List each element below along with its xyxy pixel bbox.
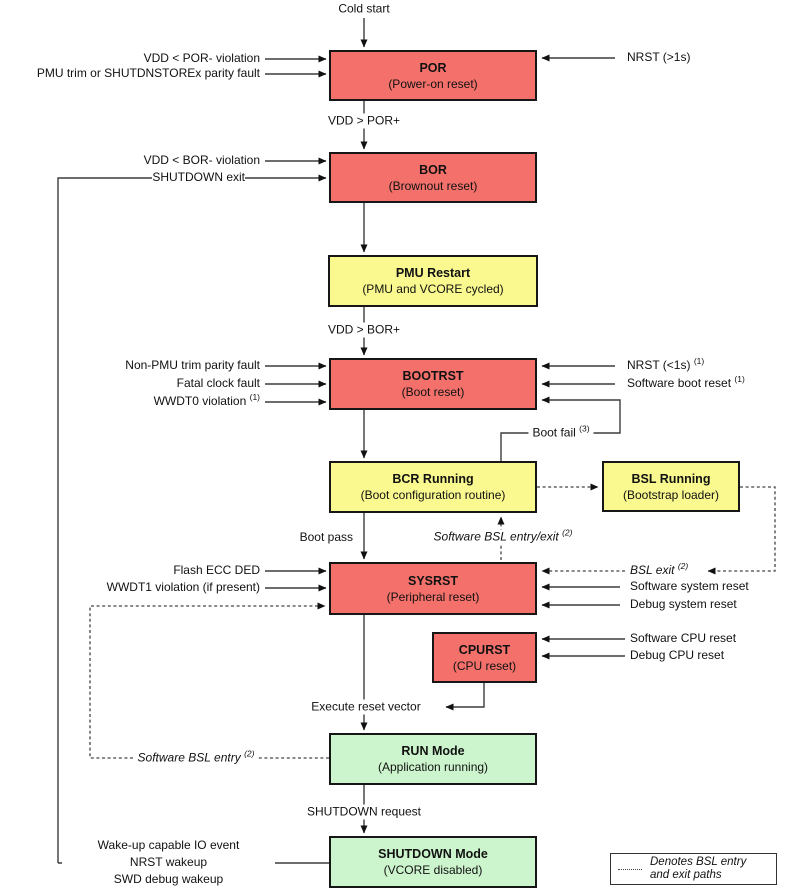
- node-subtitle: (Boot reset): [401, 385, 465, 399]
- node-por: POR (Power-on reset): [329, 50, 537, 101]
- node-title: BOR: [419, 162, 447, 177]
- node-cpurst: CPURST (CPU reset): [432, 632, 537, 683]
- input-debug-cpu-reset: Debug CPU reset: [630, 648, 725, 663]
- node-sysrst: SYSRST (Peripheral reset): [329, 562, 537, 615]
- label-execute-reset-vector: Execute reset vector: [307, 699, 425, 715]
- input-nrst-wakeup: NRST wakeup: [129, 855, 208, 869]
- input-shutdown-wakeups: Wake-up capable IO event NRST wakeup SWD…: [62, 837, 275, 888]
- node-bcr-running: BCR Running (Boot configuration routine): [329, 461, 537, 513]
- node-run-mode: RUN Mode (Application running): [329, 733, 537, 785]
- input-vdd-bor-violation: VDD < BOR- violation: [143, 153, 260, 168]
- legend-text: Denotes BSL entry and exit paths: [650, 856, 747, 881]
- input-vdd-por-violation: VDD < POR- violation: [143, 51, 260, 66]
- edge-execute-reset-vector: [445, 683, 485, 711]
- input-wwdt0-violation: WWDT0 violation (1): [153, 392, 260, 409]
- node-title: BCR Running: [392, 472, 474, 486]
- legend-box: Denotes BSL entry and exit paths: [610, 853, 777, 885]
- input-pmu-trim-fault: PMU trim or SHUTDNSTOREx parity fault: [36, 66, 260, 81]
- label-bsl-exit: BSL exit (2): [630, 561, 689, 578]
- node-subtitle: (PMU and VCORE cycled): [362, 282, 504, 296]
- input-debug-system-reset: Debug system reset: [630, 597, 737, 612]
- node-subtitle: (Brownout reset): [388, 178, 478, 193]
- label-sw-bsl-entry-exit: Software BSL entry/exit (2): [429, 528, 577, 545]
- label-sw-bsl-entry: Software BSL entry (2): [133, 749, 259, 766]
- node-subtitle: (CPU reset): [452, 658, 517, 673]
- edge-bsl-exit-a: [707, 486, 776, 575]
- node-title: CPURST: [458, 642, 511, 657]
- node-subtitle: (Power-on reset): [388, 76, 478, 91]
- legend-dotted-line-sample: [618, 868, 642, 870]
- input-software-cpu-reset: Software CPU reset: [630, 631, 737, 646]
- input-nrst-short: NRST (<1s) (1): [627, 356, 705, 373]
- node-bsl-running: BSL Running (Bootstrap loader): [602, 461, 740, 512]
- label-boot-pass: Boot pass: [299, 530, 353, 545]
- node-title: BSL Running: [631, 471, 711, 486]
- node-title: RUN Mode: [401, 744, 465, 758]
- label-shutdown-request: SHUTDOWN request: [302, 804, 426, 820]
- node-subtitle: (VCORE disabled): [383, 863, 483, 877]
- node-title: PMU Restart: [395, 266, 471, 280]
- edge-boot-fail: [500, 396, 621, 461]
- input-nonpmu-trim-fault: Non-PMU trim parity fault: [125, 358, 260, 373]
- input-software-system-reset: Software system reset: [630, 579, 749, 594]
- node-bootrst: BOOTRST (Boot reset): [329, 358, 537, 410]
- node-title: BOOTRST: [402, 369, 464, 383]
- node-subtitle: (Boot configuration routine): [360, 488, 506, 502]
- node-subtitle: (Bootstrap loader): [622, 487, 720, 502]
- input-shutdown-exit: SHUTDOWN exit: [152, 170, 245, 185]
- input-wakeup-io-event: Wake-up capable IO event: [97, 838, 240, 852]
- input-fatal-clock-fault: Fatal clock fault: [176, 376, 260, 391]
- node-bor: BOR (Brownout reset): [329, 152, 537, 203]
- node-shutdown-mode: SHUTDOWN Mode (VCORE disabled): [329, 836, 537, 888]
- input-wwdt1-violation: WWDT1 violation (if present): [106, 580, 260, 595]
- node-title: SYSRST: [407, 573, 458, 588]
- node-subtitle: (Peripheral reset): [386, 589, 480, 604]
- node-pmu-restart: PMU Restart (PMU and VCORE cycled): [328, 255, 538, 307]
- label-vdd-gt-por: VDD > POR+: [323, 113, 405, 129]
- input-swd-debug-wakeup: SWD debug wakeup: [113, 872, 224, 886]
- node-subtitle: (Application running): [377, 760, 489, 774]
- edge-run-sw-bsl-entry: [89, 602, 329, 759]
- input-software-boot-reset: Software boot reset (1): [627, 374, 745, 391]
- input-flash-ecc-ded: Flash ECC DED: [173, 563, 260, 578]
- node-title: POR: [419, 60, 447, 75]
- node-title: SHUTDOWN Mode: [378, 847, 488, 861]
- label-cold-start: Cold start: [334, 1, 394, 17]
- input-nrst-long: NRST (>1s): [627, 50, 691, 65]
- label-vdd-gt-bor: VDD > BOR+: [323, 322, 405, 338]
- label-boot-fail: Boot fail (3): [528, 424, 594, 441]
